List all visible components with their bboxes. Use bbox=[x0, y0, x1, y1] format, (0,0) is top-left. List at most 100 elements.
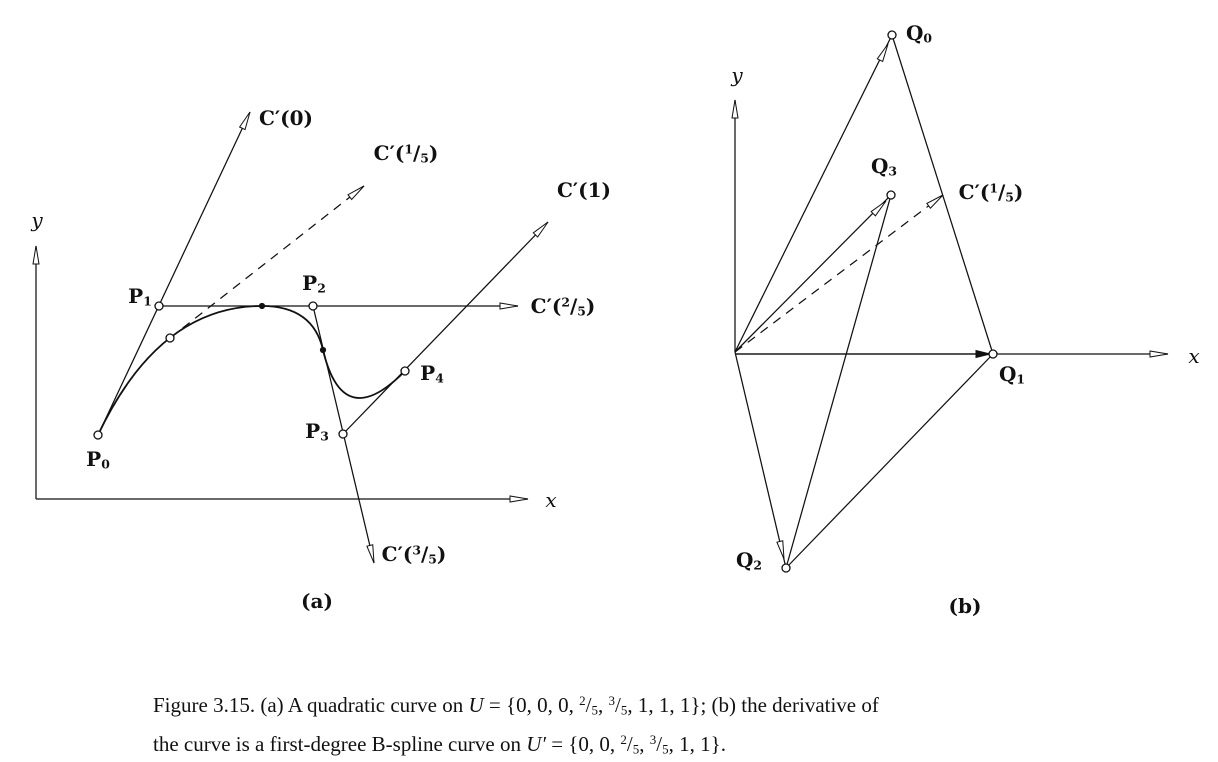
text-segment: / bbox=[569, 294, 578, 319]
text-segment: 1 bbox=[1016, 371, 1026, 387]
label-p1: P1 bbox=[128, 286, 152, 308]
text-segment: 3 bbox=[412, 542, 421, 558]
text-segment: 5 bbox=[632, 741, 640, 757]
vector-origin-q3 bbox=[734, 194, 892, 353]
text-segment: P bbox=[420, 361, 436, 386]
tangent-line-c3-5-arrowhead bbox=[366, 544, 375, 564]
text-segment: C′( bbox=[958, 180, 990, 205]
label-p0: P0 bbox=[86, 449, 110, 471]
control-point-marker bbox=[781, 563, 791, 573]
text-segment: / bbox=[997, 180, 1006, 205]
text-segment: the curve is a first-degree B-spline cur… bbox=[153, 732, 527, 757]
text-segment: Q bbox=[998, 362, 1017, 387]
text-segment: 0 bbox=[923, 30, 933, 46]
text-segment: C′(1) bbox=[556, 178, 612, 202]
text-segment: / bbox=[585, 693, 592, 718]
label-c-prime-1-5-a: C′(1/5) bbox=[374, 143, 439, 165]
vector-c1-5-b bbox=[734, 194, 944, 353]
control-point-marker bbox=[154, 301, 164, 311]
x-axis-label-a: x bbox=[545, 488, 557, 512]
text-segment: 1 bbox=[404, 141, 413, 157]
figure-caption: Figure 3.15. (a) A quadratic curve on U … bbox=[153, 686, 1053, 762]
label-q3: Q3 bbox=[871, 156, 897, 178]
vector-origin-q2-arrowhead bbox=[776, 540, 785, 560]
text-segment: 3 bbox=[320, 428, 329, 444]
label-q2: Q2 bbox=[736, 550, 762, 572]
text-segment: P bbox=[302, 271, 318, 296]
text-segment: Q bbox=[905, 21, 924, 46]
panel-tag-b: (b) bbox=[948, 594, 982, 618]
text-segment: 2 bbox=[561, 294, 570, 310]
y-axis-label-a: y bbox=[31, 208, 43, 232]
control-point-marker bbox=[308, 301, 318, 311]
vector-origin-q0 bbox=[734, 34, 893, 353]
text-segment: 5 bbox=[662, 741, 669, 757]
caption-line-2: the curve is a first-degree B-spline cur… bbox=[153, 725, 1053, 762]
label-p3: P3 bbox=[305, 421, 329, 443]
text-segment: 3 bbox=[608, 693, 615, 708]
control-point-marker bbox=[988, 349, 998, 359]
text-segment: 5 bbox=[591, 702, 598, 718]
tangent-vector-c1-5 bbox=[169, 185, 365, 339]
text-segment: P bbox=[128, 284, 144, 309]
text-segment: P bbox=[86, 447, 102, 472]
vector-origin-q3-arrowhead bbox=[870, 200, 887, 217]
tangent-line-c0 bbox=[97, 111, 251, 436]
x-axis-a-arrowhead bbox=[509, 495, 529, 503]
text-segment: ) bbox=[436, 542, 447, 567]
label-c-prime-3-5: C′(3/5) bbox=[382, 544, 447, 566]
text-segment: 5 bbox=[577, 303, 586, 319]
text-segment: 1 bbox=[143, 293, 152, 309]
text-segment: 0 bbox=[101, 456, 110, 472]
vector-origin-q1-arrowhead bbox=[975, 349, 991, 359]
label-p4: P4 bbox=[420, 363, 444, 385]
text-segment: Figure 3.15. (a) A quadratic curve on bbox=[153, 693, 469, 718]
text-segment: 2 bbox=[579, 693, 586, 708]
panel-tag-a: (a) bbox=[301, 589, 333, 613]
text-segment: 5 bbox=[420, 150, 429, 166]
label-c-prime-1: C′(1) bbox=[557, 180, 611, 200]
tangent-line-c0-arrowhead bbox=[238, 111, 251, 131]
text-segment: ) bbox=[585, 294, 596, 319]
text-segment: 3 bbox=[649, 732, 657, 748]
vector-origin-q2 bbox=[734, 351, 787, 569]
polygon-q1-q2 bbox=[785, 353, 994, 569]
x-axis-b-arrowhead bbox=[1149, 350, 1169, 358]
label-c-prime-0: C′(0) bbox=[259, 108, 313, 128]
text-segment: C′( bbox=[373, 141, 405, 166]
polygon-q0-q1 bbox=[891, 34, 994, 355]
bspline-curve bbox=[97, 305, 406, 436]
text-segment: ) bbox=[428, 141, 439, 166]
text-segment: , bbox=[639, 732, 650, 757]
text-segment: 1 bbox=[989, 180, 998, 196]
knot-point-dot bbox=[258, 302, 266, 310]
text-segment: , 1, 1, 1}; (b) the derivative of bbox=[627, 693, 879, 718]
text-segment: U bbox=[468, 693, 484, 718]
vector-c1-5-b-arrowhead bbox=[926, 194, 944, 210]
vector-origin-q0-arrowhead bbox=[876, 43, 889, 63]
text-segment: 3 bbox=[888, 163, 898, 179]
text-segment: Q bbox=[735, 548, 754, 573]
text-segment: C′( bbox=[381, 542, 413, 567]
text-segment: , bbox=[597, 693, 609, 718]
text-segment: P bbox=[305, 419, 321, 444]
text-segment: = {0, 0, 0, bbox=[483, 693, 580, 718]
y-axis-b-arrowhead bbox=[731, 99, 739, 119]
control-point-marker bbox=[338, 429, 348, 439]
control-point-marker bbox=[93, 430, 103, 440]
polygon-q2-q3 bbox=[785, 194, 892, 569]
text-segment: 5 bbox=[428, 551, 437, 567]
y-axis-label-b: y bbox=[731, 63, 743, 87]
control-point-marker bbox=[165, 333, 175, 343]
label-q1: Q1 bbox=[999, 364, 1025, 386]
knot-point-dot bbox=[319, 346, 327, 354]
text-segment: 2 bbox=[317, 280, 326, 296]
label-p2: P2 bbox=[302, 273, 326, 295]
label-c-prime-1-5-b: C′(1/5) bbox=[959, 182, 1024, 204]
tangent-line-c2-5-arrowhead bbox=[499, 302, 519, 310]
tangent-vector-c1-5-arrowhead bbox=[347, 185, 365, 201]
text-segment: / bbox=[626, 732, 633, 757]
caption-line-1: Figure 3.15. (a) A quadratic curve on U … bbox=[153, 686, 1053, 725]
